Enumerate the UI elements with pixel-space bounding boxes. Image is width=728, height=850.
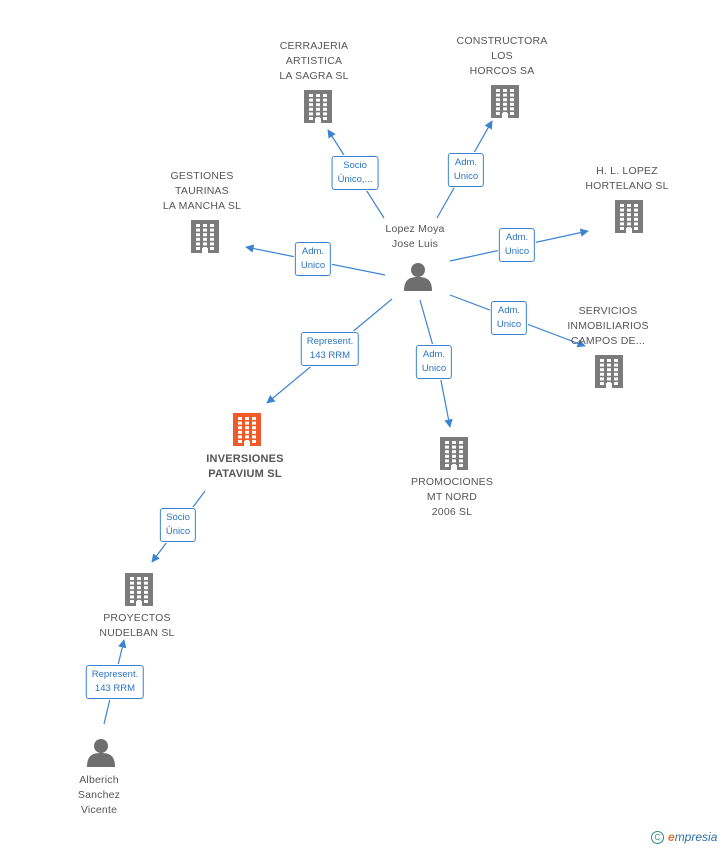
person-icon-alberich[interactable]: [87, 739, 115, 767]
edge-label-line: Unico: [504, 246, 530, 257]
building-icon-servicios[interactable]: [595, 355, 623, 388]
edge-label-line: Adm.: [422, 349, 446, 360]
node-label-inversiones[interactable]: INVERSIONES PATAVIUM SL: [206, 452, 283, 482]
edge-label-line: Socio: [343, 160, 367, 171]
edge-label-line: Unico: [496, 319, 522, 330]
node-label-gestiones[interactable]: GESTIONES TAURINAS LA MANCHA SL: [163, 169, 241, 214]
edge-label-line: Socio: [166, 512, 190, 523]
edge-label-to-servicios[interactable]: Adm. Unico: [490, 301, 528, 335]
building-icon-cerrajeria[interactable]: [304, 90, 332, 123]
node-label-line: Sanchez: [77, 789, 121, 801]
edge-label-to-lopez-hortelano[interactable]: Adm. Unico: [498, 228, 536, 262]
building-icon-lopez-hortelano[interactable]: [615, 200, 643, 233]
node-label-line: Lopez Moya: [385, 223, 445, 235]
building-icon-gestiones[interactable]: [191, 220, 219, 253]
edge-label-line: Unico: [453, 171, 479, 182]
node-label-line: Alberich: [79, 774, 119, 786]
node-label-cerrajeria[interactable]: CERRAJERIA ARTISTICA LA SAGRA SL: [279, 39, 348, 84]
edge-label-to-inversiones[interactable]: Represent. 143 RRM: [300, 332, 360, 366]
node-label-line: HORCOS SA: [469, 65, 535, 77]
edge-label-line: Único: [165, 526, 191, 537]
building-icon-proyectos[interactable]: [125, 573, 153, 606]
node-label-line: PROYECTOS: [103, 612, 171, 624]
node-label-line: PROMOCIONES: [410, 476, 494, 488]
edge-label-to-promociones[interactable]: Adm. Unico: [415, 345, 453, 379]
edge-label-line: Represent.: [91, 669, 139, 680]
node-label-line: SERVICIOS: [578, 305, 638, 317]
person-icon-center[interactable]: [404, 263, 432, 291]
node-label-line: LA MANCHA SL: [162, 200, 242, 212]
node-label-line: TAURINAS: [175, 185, 229, 197]
node-label-line: H. L. LOPEZ: [596, 165, 658, 177]
node-label-center-person[interactable]: Lopez Moya Jose Luis: [385, 222, 444, 252]
node-label-line: INMOBILIARIOS: [567, 320, 649, 332]
edge-label-to-cerrajeria[interactable]: Socio Único,...: [331, 156, 379, 190]
edge-label-to-gestiones[interactable]: Adm. Unico: [294, 242, 332, 276]
edge-label-line: Represent.: [306, 336, 354, 347]
edge-label-to-constructora[interactable]: Adm. Unico: [447, 153, 485, 187]
edge-label-line: Adm.: [301, 246, 325, 257]
node-label-line: INVERSIONES: [206, 453, 284, 465]
node-label-line: PATAVIUM SL: [208, 468, 282, 480]
edge-label-line: Único,...: [337, 174, 373, 185]
edge-label-line: Unico: [421, 363, 447, 374]
node-label-line: CERRAJERIA: [279, 40, 349, 52]
node-label-line: Jose Luis: [391, 238, 439, 250]
building-icon-inversiones[interactable]: [233, 413, 261, 446]
brand-name: mpresia: [674, 830, 718, 844]
building-icon-constructora[interactable]: [491, 85, 519, 118]
node-label-lopez-hortelano[interactable]: H. L. LOPEZ HORTELANO SL: [585, 164, 668, 194]
node-label-line: LOS: [491, 50, 513, 62]
icons-layer: [87, 85, 643, 767]
node-label-proyectos[interactable]: PROYECTOS NUDELBAN SL: [99, 611, 174, 641]
node-label-line: Vicente: [80, 804, 118, 816]
node-label-line: CAMPOS DE...: [570, 335, 646, 347]
copyright-icon: C: [651, 831, 664, 845]
node-label-line: CONSTRUCTORA: [456, 35, 548, 47]
node-label-line: NUDELBAN SL: [99, 627, 175, 639]
edge-label-line: 143 RRM: [309, 350, 351, 361]
node-label-line: LA SAGRA SL: [279, 70, 349, 82]
node-label-line: ARTISTICA: [285, 55, 343, 67]
edge-label-line: Adm.: [497, 305, 521, 316]
edge-label-line: Adm.: [505, 232, 529, 243]
node-label-alberich[interactable]: Alberich Sanchez Vicente: [78, 773, 120, 818]
node-label-line: HORTELANO SL: [585, 180, 669, 192]
brand-initial: e: [668, 830, 675, 844]
node-label-line: 2006 SL: [431, 506, 473, 518]
edge-label-alberich-to-proyectos[interactable]: Represent. 143 RRM: [85, 665, 145, 699]
node-label-servicios[interactable]: SERVICIOS INMOBILIARIOS CAMPOS DE...: [567, 304, 648, 349]
node-label-promociones[interactable]: PROMOCIONES MT NORD 2006 SL: [411, 475, 493, 520]
node-label-constructora[interactable]: CONSTRUCTORA LOS HORCOS SA: [457, 34, 548, 79]
edge-label-line: Adm.: [454, 157, 478, 168]
node-label-line: GESTIONES: [170, 170, 234, 182]
edge-label-line: Unico: [300, 260, 326, 271]
building-icon-promociones[interactable]: [440, 437, 468, 470]
edge-label-line: 143 RRM: [94, 683, 136, 694]
node-label-line: MT NORD: [426, 491, 478, 503]
edge-label-inversiones-to-proyectos[interactable]: Socio Único: [159, 508, 197, 542]
